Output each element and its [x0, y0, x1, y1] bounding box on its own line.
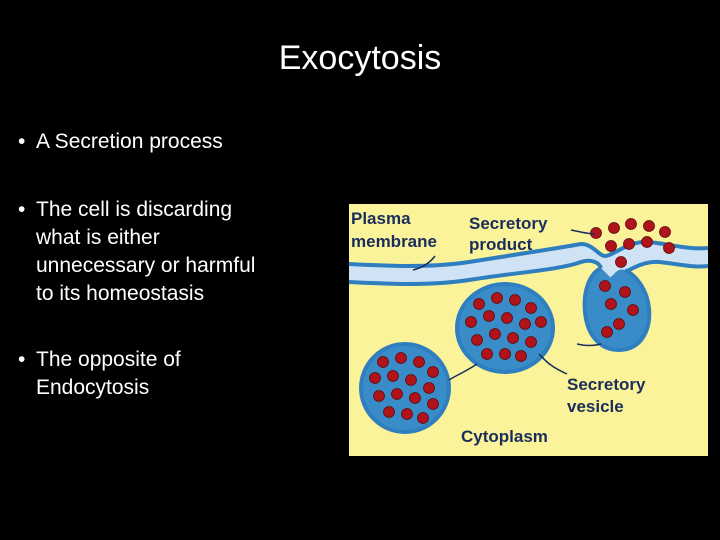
- secretory-product-particle: [427, 398, 439, 410]
- label-secretory-product-2: product: [469, 235, 533, 254]
- label-secretory-product-1: Secretory: [469, 214, 548, 233]
- leader-lines: [412, 229, 602, 381]
- fusing-vesicle-outline: [582, 266, 652, 353]
- bullet-dot: •: [18, 130, 26, 153]
- secretory-product-particle: [413, 356, 425, 368]
- secretory-product-particle: [535, 316, 547, 328]
- secretory-product-particle: [465, 316, 477, 328]
- secretory-product-particle: [373, 390, 385, 402]
- secretory-product-particle: [623, 238, 635, 250]
- secretory-product-particle: [387, 370, 399, 382]
- secretory-product-particle: [401, 408, 413, 420]
- secretory-product-particle: [509, 294, 521, 306]
- secretory-product-particle: [519, 318, 531, 330]
- secretory-product-particle: [605, 240, 617, 252]
- secretory-product-particle: [369, 372, 381, 384]
- secretory-product-particle: [427, 366, 439, 378]
- bullet-text-line: The cell is discarding: [36, 198, 233, 221]
- label-plasma: Plasma: [351, 209, 411, 228]
- secretory-product-particle: [625, 218, 637, 230]
- bullet-text-line: what is either: [36, 226, 160, 249]
- secretory-product-particle: [473, 298, 485, 310]
- secretory-product-particle: [377, 356, 389, 368]
- leader-line-product: [570, 229, 596, 235]
- exocytosis-diagram: Plasma membrane Secretory product Secret…: [349, 204, 708, 456]
- secretory-product-particle: [643, 220, 655, 232]
- secretory-product-particle: [481, 348, 493, 360]
- bullet-item: • The opposite of Endocytosis: [18, 346, 338, 402]
- bullet-item: • A Secretion process: [18, 128, 338, 156]
- secretory-product-particle: [619, 286, 631, 298]
- secretory-product-particle: [501, 312, 513, 324]
- secretory-product-particle: [615, 256, 627, 268]
- label-secretory-vesicle-2: vesicle: [567, 397, 624, 416]
- bullet-text-line: unnecessary or harmful: [36, 254, 256, 277]
- secretory-product-particle: [491, 292, 503, 304]
- secretory-product-particle: [471, 334, 483, 346]
- secretory-product-particle: [395, 352, 407, 364]
- bullet-list: • A Secretion process • The cell is disc…: [18, 128, 338, 432]
- secretory-product-particle: [601, 326, 613, 338]
- secretory-product-particle: [489, 328, 501, 340]
- secretory-product-particle: [525, 336, 537, 348]
- secretory-vesicle-left-outline: [359, 342, 451, 434]
- bullet-text-line: to its homeostasis: [36, 282, 205, 305]
- secretory-product-particle: [409, 392, 421, 404]
- secretory-product-particle: [599, 280, 611, 292]
- leader-line-vesicle-right: [576, 343, 602, 347]
- secretory-product-particle: [663, 242, 675, 254]
- leader-line-vesicle-middle: [538, 353, 568, 375]
- plasma-membrane-line: [349, 258, 603, 286]
- secretory-product-particle: [483, 310, 495, 322]
- secretory-product-particle: [507, 332, 519, 344]
- slide-title: Exocytosis: [278, 39, 442, 77]
- secretory-product-particle: [499, 348, 511, 360]
- diagram-canvas: Plasma membrane Secretory product Secret…: [349, 204, 708, 456]
- secretory-product-particle: [391, 388, 403, 400]
- secretory-product-particle: [515, 350, 527, 362]
- label-cytoplasm: Cytoplasm: [461, 427, 548, 446]
- bullet-text-line: The opposite of: [36, 348, 181, 371]
- secretory-vesicle-middle-outline: [455, 282, 555, 374]
- secretory-product-particle: [641, 236, 653, 248]
- secretory-product-particle: [590, 227, 602, 239]
- secretory-product-particle: [405, 374, 417, 386]
- secretory-product-particle: [659, 226, 671, 238]
- secretory-product-particle: [613, 318, 625, 330]
- secretory-product-particle: [605, 298, 617, 310]
- label-membrane: membrane: [351, 232, 437, 251]
- secretory-product-particle: [423, 382, 435, 394]
- secretory-product-particle: [608, 222, 620, 234]
- secretory-product-particle: [417, 412, 429, 424]
- leader-line-vesicle-left: [448, 363, 478, 381]
- secretory-product-particle: [383, 406, 395, 418]
- secretory-product-particles: [369, 218, 675, 424]
- bullet-text-line: A Secretion process: [36, 130, 223, 153]
- secretory-product-particle: [627, 304, 639, 316]
- bullet-item: • The cell is discarding what is either …: [18, 196, 338, 308]
- bullet-text-line: Endocytosis: [36, 376, 150, 399]
- leader-line-membrane: [412, 255, 436, 271]
- secretory-product-particle: [525, 302, 537, 314]
- label-secretory-vesicle-1: Secretory: [567, 375, 646, 394]
- bullet-dot: •: [18, 198, 26, 221]
- bullet-dot: •: [18, 348, 26, 371]
